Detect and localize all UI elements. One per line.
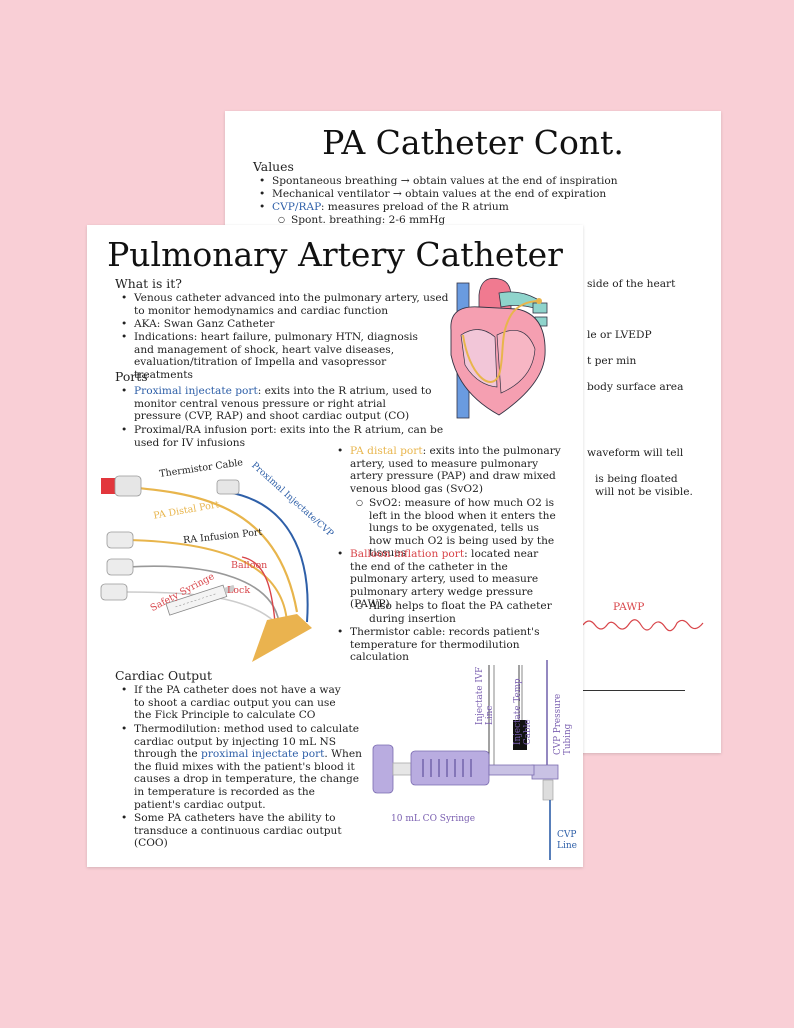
values-heading: Values (253, 159, 294, 174)
co-syringe-label: 10 mL CO Syringe (391, 814, 476, 824)
back-fragment-7: will not be visible. (595, 486, 693, 498)
port-bullet-4: Balloon inflation port: located near the… (337, 548, 558, 611)
injectate-temp-label: Injectate Temp Cable (513, 678, 533, 745)
heart-illustration (450, 277, 548, 419)
pawp-waveform (582, 619, 704, 632)
catheter-diagram (100, 475, 312, 662)
balloon-inflation-term: Balloon inflation port (350, 548, 465, 560)
co-syringe-diagram (372, 660, 559, 860)
lock-label: Lock (227, 585, 251, 596)
proximal-injectate-term: Proximal injectate port (134, 385, 258, 397)
pa-distal-term: PA distal port (350, 445, 423, 457)
co2-text-a: Thermodilution: method used to calculate… (134, 723, 360, 761)
what-bullet-1: Venous catheter advanced into the pulmon… (121, 292, 449, 317)
port-bullet-5: Thermistor cable: records patient's temp… (337, 626, 555, 664)
co2-term: proximal injectate port (201, 748, 325, 761)
cvp-pressure-tubing-label: CVP Pressure Tubing (553, 693, 573, 755)
port-sub-4: Also helps to float the PA catheter duri… (356, 600, 559, 625)
what-heading: What is it? (115, 276, 182, 291)
injectate-ivf-label: Injectate IVF Line (475, 666, 495, 725)
back-page-title: PA Catheter Cont. (322, 123, 624, 162)
back-fragment-1: side of the heart (587, 278, 676, 290)
port-bullet-2: Proximal/RA infusion port: exits into th… (121, 424, 444, 449)
what-bullet-3: Indications: heart failure, pulmonary HT… (121, 331, 434, 381)
proximal-injectate-text: : exits into the R atrium, used to monit… (134, 385, 432, 423)
port-sub-3: SvO2: measure of how much O2 is left in … (356, 497, 561, 560)
back-fragment-3: t per min (587, 355, 637, 367)
cvp-line-label: CVP Line (557, 830, 577, 851)
back-fragment-4: body surface area (587, 381, 684, 393)
back-fragment-2: le or LVEDP (587, 329, 652, 341)
balloon-inflation-text: : located near the end of the catheter i… (350, 548, 539, 611)
back-fragment-5: waveform will tell (587, 447, 684, 459)
back-bullet-1: Spontaneous breathing → obtain values at… (259, 175, 712, 188)
back-fragment-6: is being floated (595, 473, 678, 485)
port-bullet-1: Proximal injectate port: exits into the … (121, 385, 432, 423)
balloon-label: Balloon (231, 560, 268, 571)
pa-distal-text: : exits into the pulmonary artery, used … (350, 445, 561, 495)
cvp-rap-term: CVP/RAP (272, 201, 321, 213)
cvp-rap-text: : measures preload of the R atrium (320, 201, 509, 213)
co-bullet-1: If the PA catheter does not have a way t… (121, 684, 346, 722)
port-bullet-3: PA distal port: exits into the pulmonary… (337, 445, 562, 495)
pawp-label: PAWP (613, 601, 645, 613)
front-page: Pulmonary Artery Catheter What is it? Ve… (87, 225, 583, 867)
front-page-title: Pulmonary Artery Catheter (107, 235, 563, 274)
ports-heading: Ports (115, 369, 148, 384)
what-bullet-2: AKA: Swan Ganz Catheter (121, 318, 449, 331)
co-heading: Cardiac Output (115, 668, 212, 683)
back-sub-1: Spont. breathing: 2-6 mmHg (278, 214, 691, 227)
co-bullet-2: Thermodilution: method used to calculate… (121, 723, 364, 811)
co-bullet-3: Some PA catheters have the ability to tr… (121, 812, 349, 850)
back-divider (583, 690, 685, 691)
back-bullet-3: CVP/RAP: measures preload of the R atriu… (259, 201, 712, 214)
co2-text-b: . When the fluid mixes with the patient'… (134, 748, 362, 811)
back-bullet-2: Mechanical ventilator → obtain values at… (259, 188, 712, 201)
